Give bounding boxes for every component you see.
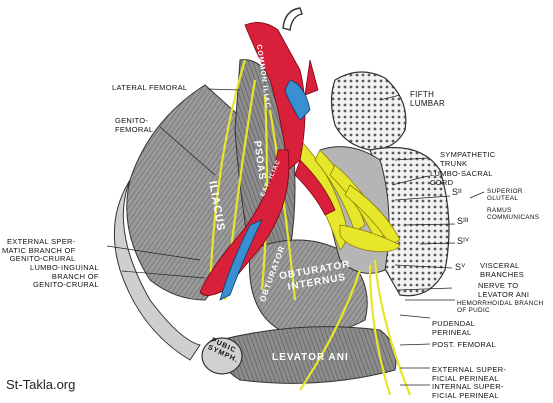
label-nerve-levator: NERVE TO LEVATOR ANI — [478, 281, 530, 299]
label-superior-gluteal: SUPERIOR GLUTEAL — [487, 188, 523, 203]
watermark: St-Takla.org — [6, 377, 76, 392]
internal-iliac-artery — [294, 159, 336, 216]
label-pudendal-perineal: PUDENDAL PERINEAL — [432, 319, 476, 337]
label-hemorrhoidal: HEMORRHOIDAL BRANCH OF PUDIC — [457, 300, 544, 315]
label-ramus-communicans: RAMUS COMMUNICANS — [487, 207, 540, 222]
label-internal-superficial: INTERNAL SUPER- FICIAL PERINEAL — [432, 382, 504, 400]
pubic-symphysis — [201, 337, 243, 375]
label-post-femoral: POST. FEMORAL — [432, 340, 496, 349]
label-sympathetic-trunk: SYMPATHETIC TRUNK — [440, 150, 496, 168]
veins — [219, 79, 311, 301]
external-iliac-vein — [219, 219, 263, 301]
levator-ani-label: LEVATOR ANI — [272, 352, 349, 363]
label-lumbo-sacral-cord: LUMBO-SACRAL CORD — [430, 169, 493, 187]
label-s3: Sᴵᴵᴵ — [457, 216, 469, 226]
iliacus-muscle — [126, 84, 256, 301]
iliac-vein — [284, 79, 311, 121]
label-lateral-femoral: LATERAL FEMORAL — [112, 83, 188, 92]
label-visceral-branches: VISCERAL BRANCHES — [480, 261, 525, 279]
label-external-superficial: EXTERNAL SUPER- FICIAL PERINEAL — [432, 365, 507, 383]
label-s2: Sᴵᴵ — [452, 187, 462, 197]
pin — [282, 7, 303, 31]
label-external-spermatic: EXTERNAL SPER- MATIC BRANCH OF GENITO-CR… — [2, 237, 76, 263]
artery-branch — [304, 59, 319, 96]
external-iliac-artery — [199, 149, 290, 296]
leader-lines — [106, 88, 485, 386]
label-lumbo-inguinal: LUMBO-INGUINAL BRANCH OF GENITO-CRURAL — [30, 263, 99, 289]
levator-ani-muscle — [218, 326, 397, 384]
fifth-lumbar-vertebra — [330, 71, 407, 151]
pelvic-rim — [113, 179, 201, 361]
label-fifth-lumbar: FIFTH LUMBAR — [410, 90, 446, 108]
arteries — [199, 22, 336, 296]
label-s5: Sⱽ — [455, 262, 466, 272]
label-genito-femoral: GENITO- FEMORAL — [115, 116, 154, 134]
obturator-internus-muscle — [248, 239, 368, 334]
label-s4: Sᴵⱽ — [457, 236, 470, 246]
